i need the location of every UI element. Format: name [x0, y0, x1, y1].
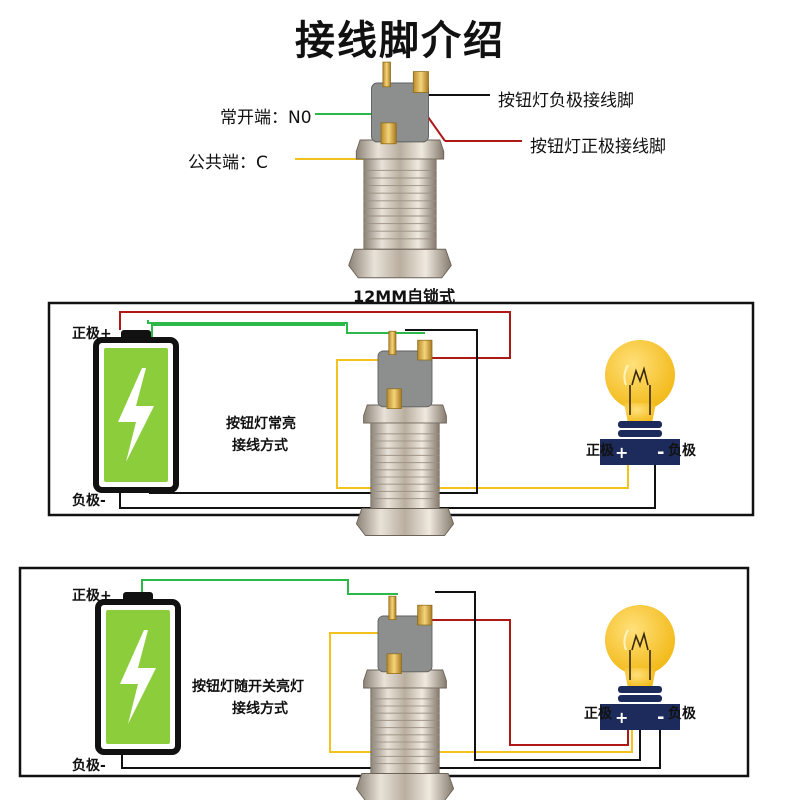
- no-terminal-label: 常开端：N0: [220, 108, 312, 128]
- page-title: 接线脚介绍: [295, 18, 505, 64]
- panel-2-desc-line2: 接线方式: [232, 701, 288, 717]
- lamp-positive-label: 按钮灯正极接线脚: [530, 137, 666, 157]
- panel-1-desc-line1: 按钮灯常亮: [226, 416, 296, 432]
- bulb-negative-label: 负极: [668, 706, 696, 722]
- battery-positive-label: 正极+: [72, 326, 112, 342]
- c-terminal-label: 公共端：C: [188, 153, 268, 173]
- bulb-negative-label: 负极: [668, 443, 696, 459]
- switch-photo-1: [355, 330, 455, 537]
- battery-icon-1: [96, 330, 176, 490]
- panel-2-desc-line1: 按钮灯随开关亮灯: [192, 679, 304, 695]
- bulb-positive-label: 正极: [586, 443, 614, 459]
- switch-photo-2: [355, 595, 455, 800]
- battery-negative-label: 负极-: [72, 493, 106, 509]
- switch-caption: 12MM自锁式: [353, 287, 456, 306]
- bulb-positive-label: 正极: [584, 706, 612, 722]
- panel-1-desc-line2: 接线方式: [232, 438, 288, 454]
- battery-positive-label: 正极+: [72, 588, 112, 604]
- battery-negative-label: 负极-: [72, 758, 106, 774]
- battery-icon-2: [98, 592, 178, 752]
- lamp-negative-label: 按钮灯负极接线脚: [498, 91, 634, 111]
